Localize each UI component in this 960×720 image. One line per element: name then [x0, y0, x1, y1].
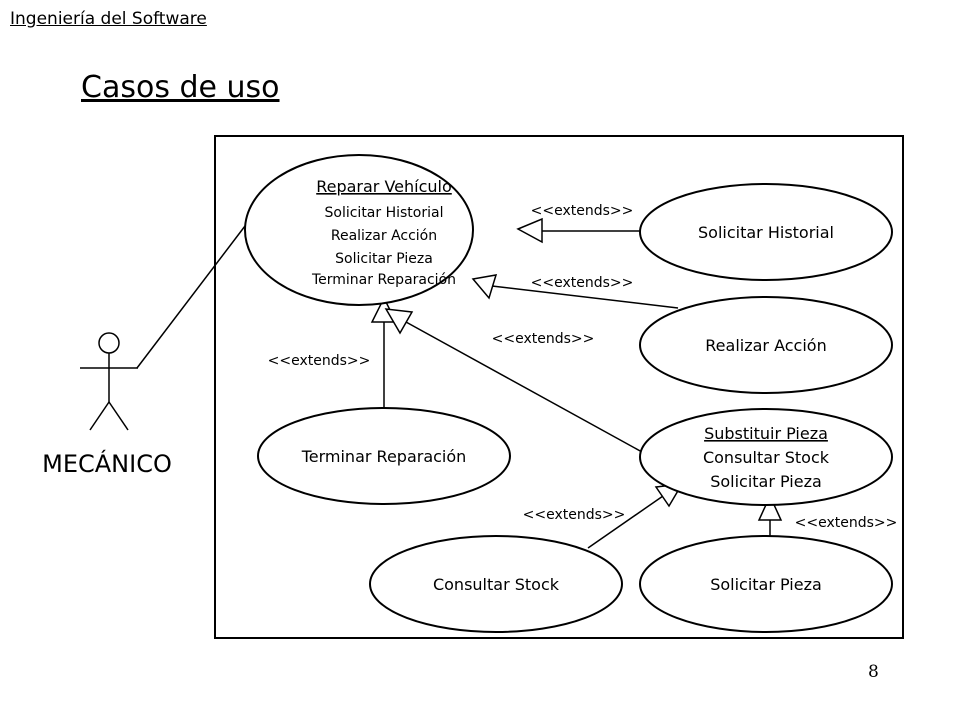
extends-label-terminar-reparacion: <<extends>> — [268, 353, 371, 369]
use-case-realizar-accion — [639, 296, 893, 394]
use-case-label-solicitar-historial: Solicitar Historial — [698, 223, 834, 242]
slide-title: Casos de uso — [81, 70, 280, 105]
substituir-line-1: Consultar Stock — [703, 448, 830, 467]
actor-head — [98, 332, 120, 354]
page-number: 8 — [868, 662, 879, 682]
reparar-line-1: Solicitar Historial — [325, 205, 444, 221]
actor-left-leg — [89, 401, 110, 431]
extends-label-solicitar-historial: <<extends>> — [531, 203, 634, 219]
extends-label-consultar-stock: <<extends>> — [523, 507, 626, 523]
actor-right-leg — [108, 401, 129, 431]
use-case-title-substituir: Substituir Pieza — [704, 424, 828, 443]
use-case-label-solicitar-pieza: Solicitar Pieza — [710, 575, 822, 594]
actor-label: MECÁNICO — [42, 449, 172, 478]
use-case-substituir-pieza — [639, 408, 893, 506]
use-case-consultar-stock — [369, 535, 623, 633]
arrowhead-solicitar-historial — [516, 217, 543, 244]
use-case-label-realizar-accion: Realizar Acción — [705, 336, 826, 355]
use-case-label-terminar-reparacion: Terminar Reparación — [301, 447, 467, 466]
course-header: Ingeniería del Software — [10, 9, 207, 29]
system-boundary — [214, 135, 904, 639]
use-case-solicitar-historial — [639, 183, 893, 281]
extends-line-substituir-pieza — [405, 321, 643, 453]
arrowhead-substituir-pieza — [384, 308, 414, 335]
reparar-line-3: Solicitar Pieza — [335, 251, 433, 267]
extends-label-substituir-pieza: <<extends>> — [492, 331, 595, 347]
arrowhead-solicitar-pieza — [757, 494, 783, 521]
extends-line-realizar-accion — [491, 285, 679, 309]
extends-line-consultar-stock — [587, 495, 664, 549]
use-case-terminar-reparacion — [257, 407, 511, 505]
use-case-solicitar-pieza — [639, 535, 893, 633]
arrowhead-realizar-accion — [471, 274, 498, 300]
extends-label-solicitar-pieza: <<extends>> — [795, 515, 898, 531]
actor-figure — [80, 332, 138, 431]
reparar-line-2: Realizar Acción — [331, 228, 437, 244]
use-case-title-reparar: Reparar Vehículo — [316, 177, 452, 196]
extends-label-realizar-accion: <<extends>> — [531, 275, 634, 291]
substituir-line-2: Solicitar Pieza — [710, 472, 822, 491]
use-case-reparar-vehiculo — [244, 154, 474, 306]
association-line — [136, 225, 246, 369]
use-case-label-consultar-stock: Consultar Stock — [433, 575, 560, 594]
reparar-line-4: Terminar Reparación — [311, 272, 456, 288]
